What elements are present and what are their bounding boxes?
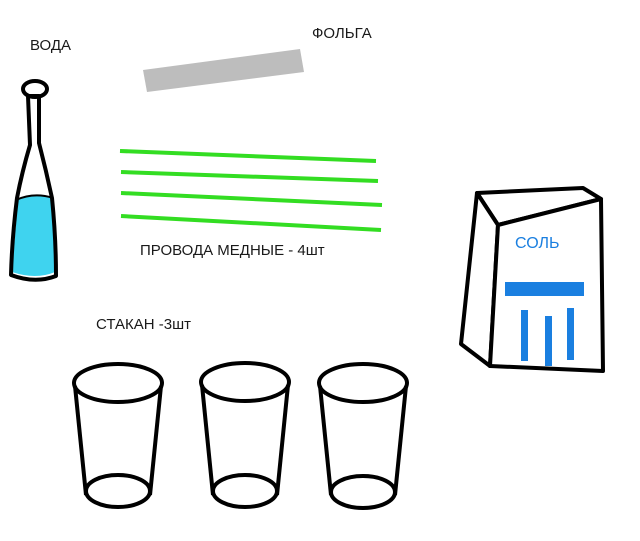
salt-stripe-vertical-2 (545, 316, 552, 366)
foil-strip (143, 49, 304, 92)
wire-1 (119, 149, 377, 163)
glass-rim (72, 362, 164, 404)
foil-label: ФОЛЬГА (312, 25, 372, 42)
wire-4 (120, 214, 382, 232)
glass-base (329, 474, 397, 510)
glass-right-wall (393, 385, 408, 496)
bottle-water-line (15, 194, 54, 201)
salt-stripe-horizontal (505, 282, 584, 296)
glass-left-wall (73, 385, 88, 496)
glass-1 (72, 362, 164, 509)
glass-left-wall (318, 385, 333, 496)
glass-base (84, 473, 152, 509)
glass-rim (199, 361, 291, 403)
wires-label: ПРОВОДА МЕДНЫЕ - 4шт (140, 242, 325, 259)
wire-2 (120, 170, 379, 183)
copper-wires (119, 149, 383, 232)
salt-stripe-vertical-3 (567, 308, 574, 360)
wire-3 (120, 191, 383, 207)
bottle-water-fill (12, 195, 55, 276)
bottle-outline (9, 94, 58, 282)
glass-base (211, 473, 279, 509)
bottle-neck-rim (21, 79, 49, 99)
salt-label: СОЛЬ (515, 235, 559, 252)
glasses-label: СТАКАН -3шт (96, 316, 191, 333)
glass-3 (317, 362, 409, 510)
salt-stripe-vertical-1 (521, 310, 528, 361)
glass-right-wall (148, 385, 163, 496)
water-bottle (9, 79, 58, 282)
salt-box: СОЛЬ (459, 186, 605, 373)
glass-2 (199, 361, 291, 509)
water-label: ВОДА (30, 37, 71, 54)
glass-right-wall (275, 384, 290, 496)
glass-left-wall (200, 384, 215, 496)
glass-rim (317, 362, 409, 404)
